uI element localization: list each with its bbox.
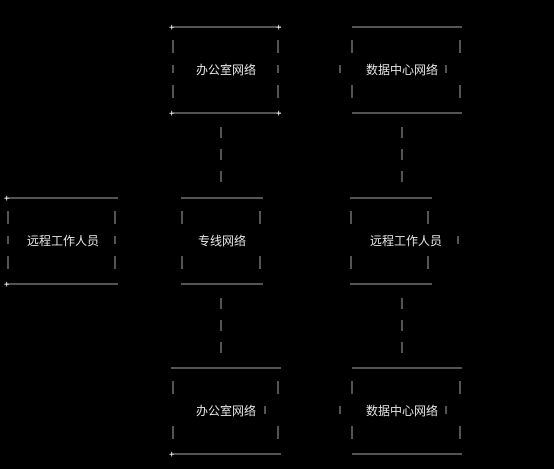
svg-text:+: + <box>169 23 175 33</box>
node-label: 办公室网络 <box>195 63 256 77</box>
node-label: 专线网络 <box>197 234 246 248</box>
node-dedicated-line: 专线网络 <box>176 193 268 289</box>
connector-datacenter-top-to-remote-right <box>397 118 407 193</box>
node-label: 数据中心网络 <box>365 63 438 77</box>
svg-text:+: + <box>169 109 175 119</box>
node-remote-left: + + 远程工作人员 <box>2 193 124 290</box>
connector-dedicated-line-to-office-bottom <box>216 289 226 363</box>
node-label: 数据中心网络 <box>365 404 438 418</box>
svg-text:+: + <box>169 450 175 460</box>
node-label: 远程工作人员 <box>369 234 442 248</box>
node-office-bottom: + 办公室网络 <box>168 363 284 460</box>
node-datacenter-bottom: 数据中心网络 <box>336 363 466 459</box>
node-label: 远程工作人员 <box>26 234 99 248</box>
connector-office-top-to-dedicated-line <box>216 118 226 193</box>
svg-text:+: + <box>4 280 10 290</box>
node-datacenter-top: 数据中心网络 <box>336 22 466 118</box>
node-remote-right: 远程工作人员 <box>344 193 466 289</box>
connector-remote-right-to-datacenter-bottom <box>397 289 407 363</box>
svg-text:+: + <box>276 109 282 119</box>
node-label: 办公室网络 <box>195 404 256 418</box>
node-office-top: + + + + 办公室网络 <box>168 22 284 119</box>
svg-text:+: + <box>4 194 10 204</box>
svg-text:+: + <box>276 23 282 33</box>
